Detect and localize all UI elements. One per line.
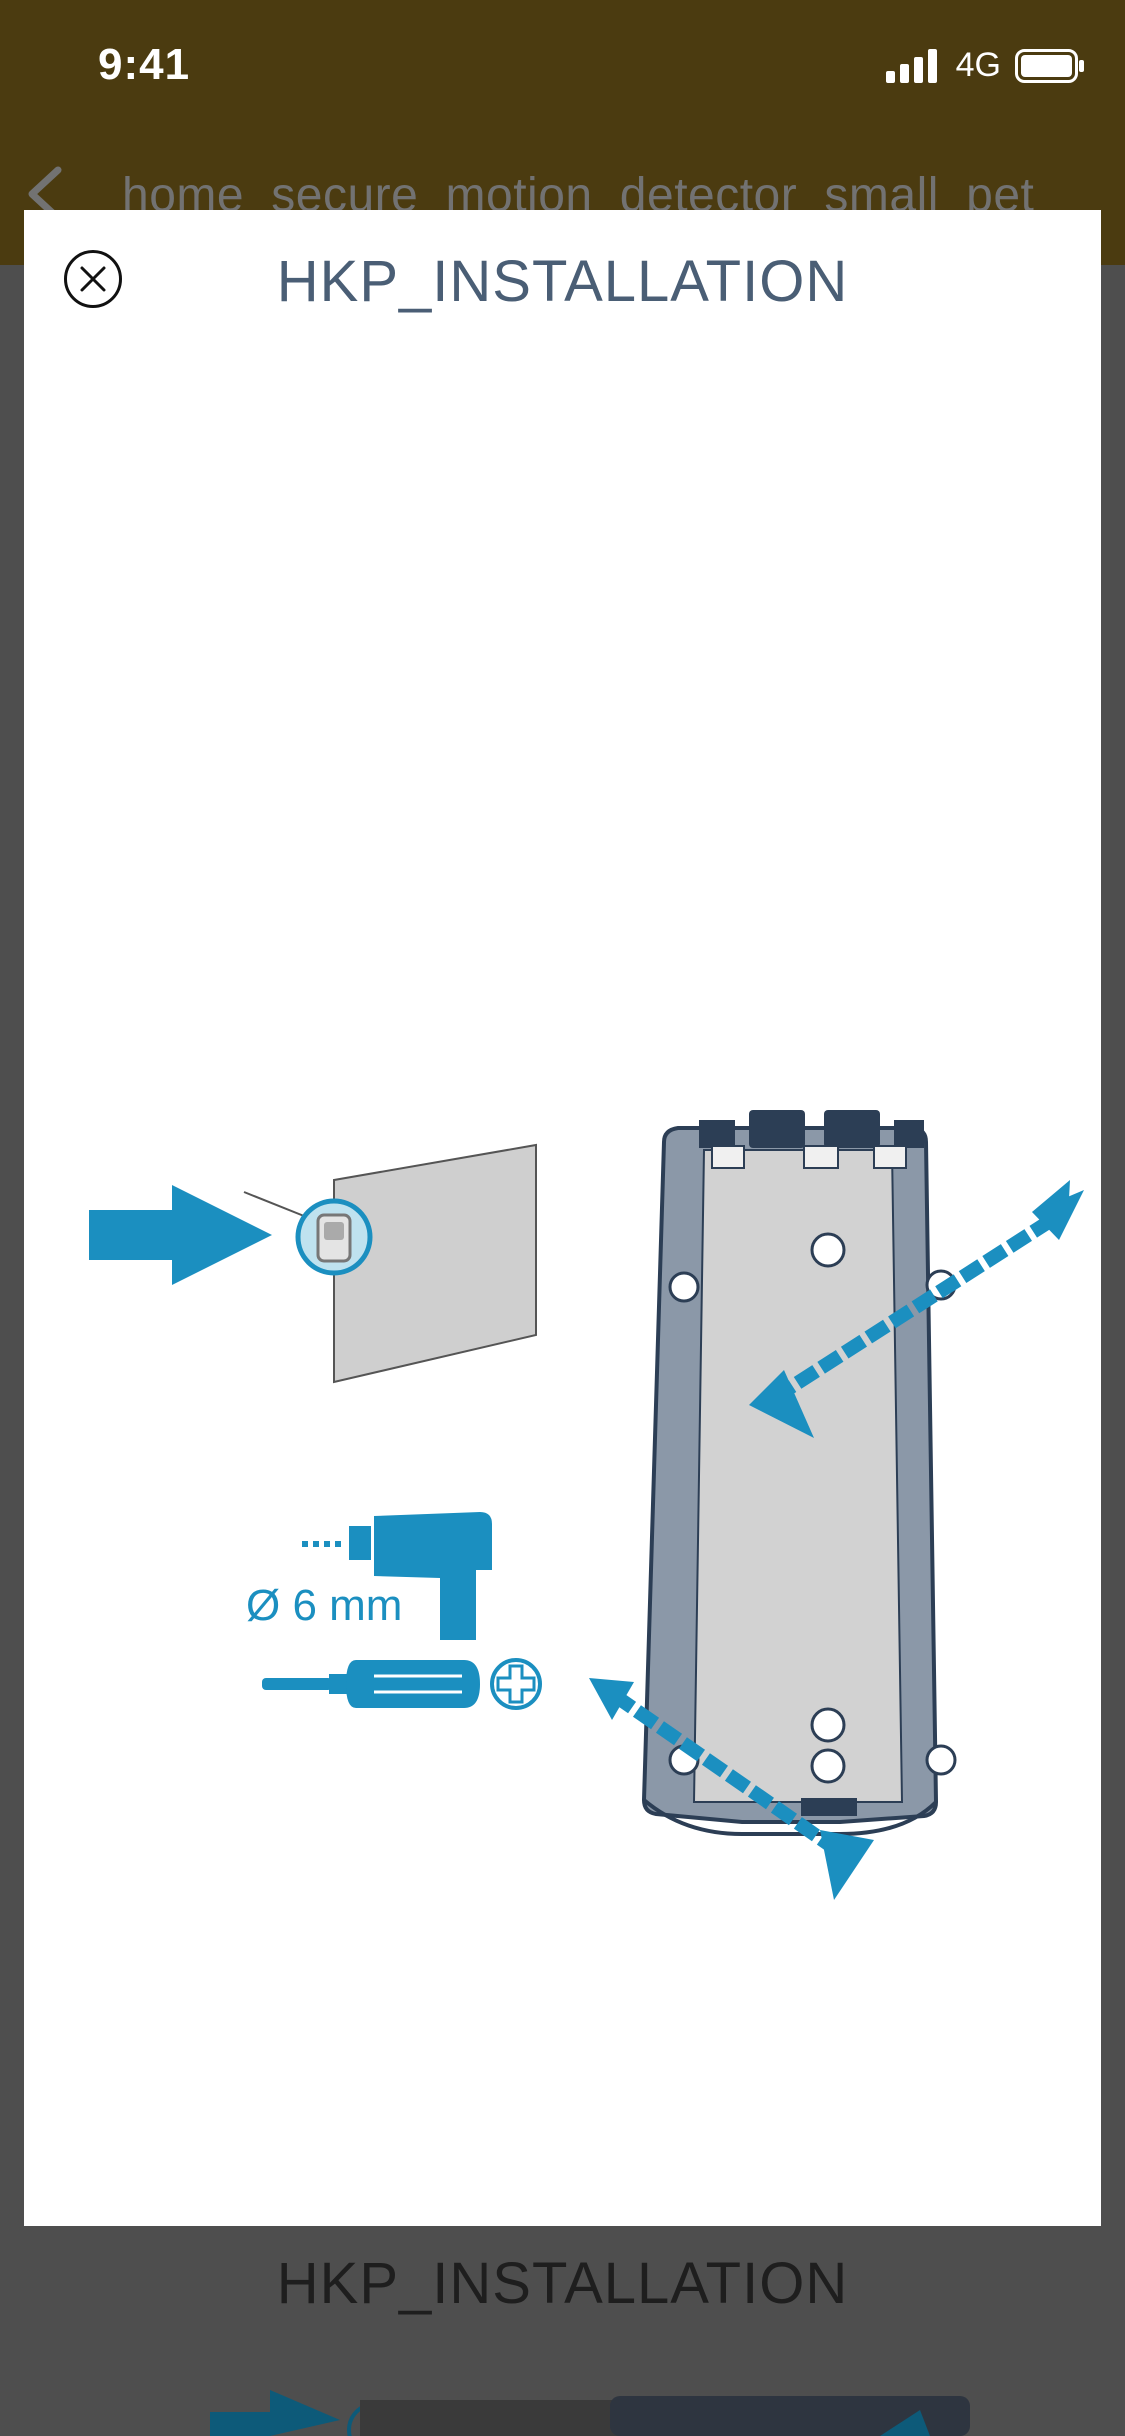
screw-top-right-icon [749, 1180, 1084, 1438]
installation-illustration: Ø 6 mm [89, 1110, 1084, 1900]
mounting-hole [810, 1748, 846, 1784]
pointer-arrow [89, 1185, 272, 1285]
close-button[interactable] [64, 250, 122, 308]
sensor-placement-diagram [89, 1143, 537, 1384]
mounting-hole [925, 1744, 957, 1776]
phillips-head-icon [490, 1658, 542, 1710]
drill-icon [302, 1512, 492, 1640]
status-time: 9:41 [98, 40, 191, 89]
modal-title: HKP_INSTALLATION [276, 249, 849, 314]
background-illustration-peek [210, 2390, 970, 2436]
drill-size-label: Ø 6 mm [246, 1581, 402, 1630]
installation-modal: HKP_INSTALLATION Ø 6 mm [24, 210, 1101, 2226]
status-bar: 9:41 4G [0, 0, 1125, 130]
screwdriver-icon [262, 1660, 480, 1708]
tools-diagram: Ø 6 mm [246, 1512, 542, 1710]
network-type: 4G [955, 46, 1001, 84]
signal-icon [885, 48, 937, 83]
mounting-hole [668, 1271, 700, 1303]
background-title: HKP_INSTALLATION [276, 2251, 849, 2316]
screw-bottom-left-icon [589, 1678, 874, 1900]
battery-icon [1015, 48, 1084, 83]
mounting-hole [810, 1232, 846, 1268]
mounting-plate-diagram [641, 1110, 957, 1836]
close-icon [80, 266, 106, 292]
mounting-hole [810, 1707, 846, 1743]
status-indicators: 4G [885, 46, 1085, 85]
wall-panel [333, 1143, 537, 1384]
